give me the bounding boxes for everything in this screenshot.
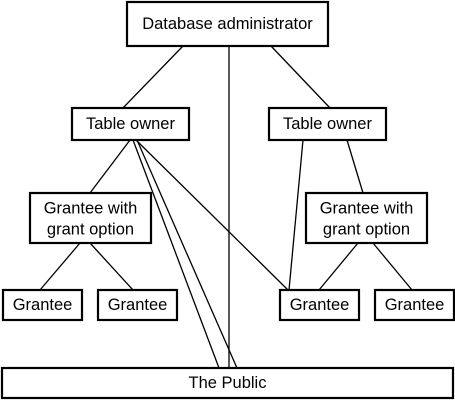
node-database-administrator: Database administrator: [125, 0, 330, 48]
connector-lines: [39, 45, 413, 369]
node-the-public: The Public: [0, 366, 455, 400]
edge-owner-right-grantee-3: [288, 139, 304, 291]
edge-owner-left-public: [136, 139, 238, 369]
edge-dba-owner-right: [270, 45, 331, 109]
edge-gwg-left-grantee-1: [39, 242, 81, 291]
node-grantee-1-label: Grantee: [13, 296, 73, 314]
node-grantee-2-label: Grantee: [108, 296, 168, 314]
node-table-owner-right-label: Table owner: [283, 115, 372, 133]
node-grantee-4: Grantee: [373, 288, 455, 322]
edge-owner-left-public-2: [132, 139, 220, 369]
edge-owner-left-gwg-left: [89, 139, 131, 194]
edge-gwg-right-grantee-3: [318, 242, 359, 291]
node-the-public-label: The Public: [189, 374, 267, 392]
node-grantee-with-grant-option-right-line2: grant option: [323, 220, 410, 238]
node-grantee-2: Grantee: [96, 288, 179, 322]
edge-dba-owner-left: [122, 45, 184, 109]
node-database-administrator-label: Database administrator: [142, 15, 313, 33]
node-grantee-3: Grantee: [278, 288, 361, 322]
node-grantee-with-grant-option-left-line2: grant option: [47, 220, 134, 238]
edge-gwg-right-grantee-4: [372, 242, 413, 291]
node-grantee-3-label: Grantee: [290, 296, 350, 314]
node-table-owner-right: Table owner: [267, 106, 388, 142]
edge-gwg-left-grantee-2: [89, 242, 134, 291]
node-grantee-with-grant-option-left: Grantee with grant option: [28, 191, 153, 245]
node-grantee-4-label: Grantee: [385, 296, 445, 314]
node-grantee-with-grant-option-right: Grantee with grant option: [304, 191, 429, 245]
edge-owner-left-grantee-3: [135, 139, 289, 291]
node-grantee-1: Grantee: [1, 288, 84, 322]
node-table-owner-left-label: Table owner: [86, 115, 175, 133]
node-grantee-with-grant-option-left-line1: Grantee with: [44, 199, 138, 217]
node-table-owner-left: Table owner: [70, 106, 191, 142]
node-grantee-with-grant-option-right-line1: Grantee with: [320, 199, 414, 217]
edge-owner-right-gwg-right: [346, 139, 364, 194]
